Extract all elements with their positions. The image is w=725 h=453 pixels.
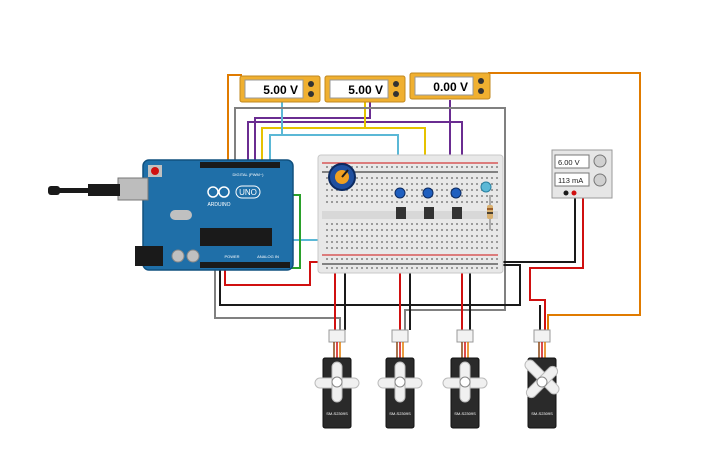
probe-terminal-icon <box>308 91 314 97</box>
arduino-model: UNO <box>239 188 257 197</box>
wire-black-main <box>219 264 521 306</box>
breadboard[interactable] <box>317 154 504 274</box>
pushbuttons[interactable] <box>396 207 462 219</box>
wire-orange-right <box>488 72 641 330</box>
capacitors <box>394 181 492 199</box>
wire-red-main <box>224 261 325 286</box>
servo-motor[interactable]: SM-S2309S <box>523 329 561 429</box>
probe-terminal-icon <box>308 81 314 87</box>
multimeter-1[interactable]: 5.00 V <box>239 75 321 103</box>
servo-label: SM-S2309S <box>389 411 411 416</box>
voltage-knob-icon[interactable] <box>593 154 607 168</box>
atmega-chip <box>200 228 272 246</box>
power-jack <box>135 246 163 266</box>
servo-motor[interactable]: SM-S2309S <box>442 329 488 429</box>
usb-cable <box>88 184 120 196</box>
supply-current: 113 mA <box>558 176 583 185</box>
potentiometer[interactable] <box>328 163 356 191</box>
servo-label: SM-S2309S <box>531 411 553 416</box>
servo-motor[interactable]: SM-S2309S <box>314 329 360 429</box>
wire-gray-top <box>234 107 506 330</box>
servo-label: SM-S2309S <box>454 411 476 416</box>
usb-cable <box>58 188 90 193</box>
probe-terminal-icon <box>478 88 484 94</box>
power-analog-header <box>200 262 290 268</box>
power-label: POWER <box>224 254 239 259</box>
multimeter-1-reading: 5.00 V <box>263 83 298 97</box>
arduino-logo-icon <box>207 186 230 198</box>
servo-motor[interactable]: SM-S2309S <box>377 329 423 429</box>
probe-terminal-icon <box>393 91 399 97</box>
analog-label: ANALOG IN <box>257 254 279 259</box>
servos: SM-S2309S SM-S2309S SM-S2309S <box>314 329 561 429</box>
digital-header <box>200 162 280 168</box>
multimeter-2[interactable]: 5.00 V <box>324 75 406 103</box>
breadboard-holes <box>326 166 498 269</box>
wire-purple-1 <box>247 121 463 180</box>
multimeter-3[interactable]: 0.00 V <box>409 72 491 100</box>
multimeter-2-reading: 5.00 V <box>348 83 383 97</box>
multimeter-3-reading: 0.00 V <box>433 80 468 94</box>
power-supply[interactable]: 6.00 V 113 mA <box>551 149 613 199</box>
resistor <box>487 195 493 230</box>
wire-yellow <box>261 127 426 180</box>
probe-terminal-icon <box>478 78 484 84</box>
usb-port <box>117 177 149 201</box>
current-knob-icon[interactable] <box>593 173 607 187</box>
reset-button[interactable] <box>151 167 159 175</box>
supply-voltage: 6.00 V <box>558 158 580 167</box>
digital-label: DIGITAL (PWM~) <box>233 172 265 177</box>
arduino-brand: ARDUINO <box>207 202 230 208</box>
wire-orange-left <box>227 74 242 160</box>
probe-terminal-icon <box>393 81 399 87</box>
arduino-uno[interactable]: ARDUINO UNO DIGITAL (PWM~) POWER ANALOG … <box>48 159 294 271</box>
servo-label: SM-S2309S <box>326 411 348 416</box>
